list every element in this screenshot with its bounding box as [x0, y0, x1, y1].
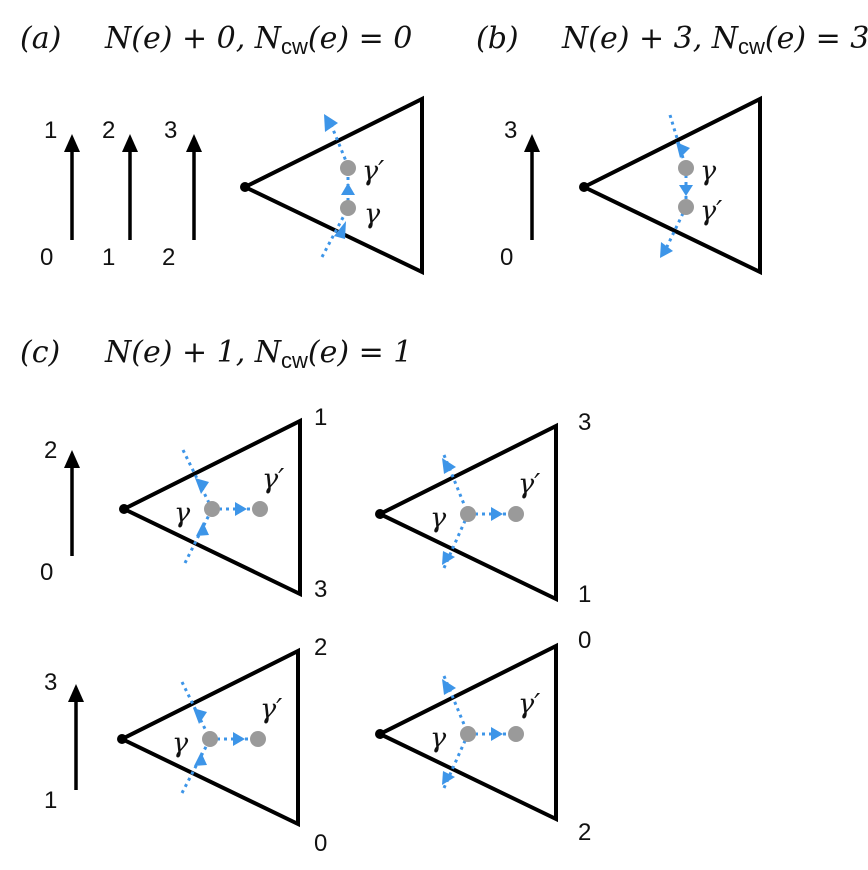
panel-a-arrows: 1 0 2 1 3 2: [40, 117, 202, 271]
svg-text:1: 1: [44, 117, 57, 144]
svg-text:0: 0: [500, 244, 513, 271]
panel-c-label: (c): [20, 335, 60, 370]
panel-b-formula: N(e) + 3, Ncw(e) = 3: [561, 21, 868, 59]
svg-text:3: 3: [44, 669, 57, 696]
svg-text:2: 2: [314, 634, 327, 661]
panel-b-arrows: 3 0: [500, 117, 540, 271]
svg-text:γ: γ: [364, 199, 381, 230]
panel-b-label: (b): [476, 21, 519, 56]
panel-c-r1-left-triangle: γ γ′ 1 3: [119, 404, 327, 603]
svg-text:2: 2: [44, 437, 57, 464]
svg-text:1: 1: [102, 244, 115, 271]
svg-text:γ′: γ′: [700, 196, 722, 227]
panel-c-r1-right-triangle: γ γ′ 3 1: [375, 409, 591, 608]
svg-text:3: 3: [578, 409, 591, 436]
svg-text:γ: γ: [430, 503, 447, 534]
svg-text:3: 3: [504, 117, 517, 144]
vertical-arrow: 3 0: [500, 117, 540, 271]
svg-text:γ′: γ′: [518, 689, 540, 720]
svg-text:2: 2: [162, 244, 175, 271]
vertical-arrow: 3 1: [44, 669, 84, 814]
svg-text:γ′: γ′: [260, 694, 282, 725]
panel-c-r2-left-triangle: γ γ′ 2 0: [117, 634, 327, 857]
panel-c-formula: N(e) + 1, Ncw(e) = 1: [104, 335, 412, 373]
panel-a-triangle: γ γ′: [240, 95, 424, 276]
panel-b-triangle: γ γ′: [579, 95, 762, 276]
panel-a-label: (a): [20, 21, 61, 56]
vertical-arrow: 2 1: [102, 117, 138, 271]
svg-text:γ: γ: [700, 156, 717, 187]
svg-text:3: 3: [314, 576, 327, 603]
panel-c-row2-arrows: 3 1: [44, 669, 84, 814]
vertical-arrow: 2 0: [40, 437, 80, 586]
svg-text:1: 1: [314, 404, 327, 431]
svg-text:0: 0: [578, 627, 591, 654]
svg-text:3: 3: [164, 117, 177, 144]
svg-text:γ′: γ′: [362, 156, 384, 187]
svg-text:0: 0: [314, 830, 327, 857]
svg-text:γ: γ: [172, 728, 189, 759]
svg-text:1: 1: [578, 581, 591, 608]
vertical-arrow: 3 2: [162, 117, 202, 271]
svg-text:0: 0: [40, 559, 53, 586]
svg-text:γ′: γ′: [518, 469, 540, 500]
svg-text:γ: γ: [430, 723, 447, 754]
svg-text:0: 0: [40, 244, 53, 271]
panel-c-r2-right-triangle: γ γ′ 0 2: [375, 627, 591, 846]
svg-text:2: 2: [102, 117, 115, 144]
vertical-arrow: 1 0: [40, 117, 80, 271]
svg-text:γ: γ: [174, 498, 191, 529]
svg-text:γ′: γ′: [262, 464, 284, 495]
svg-text:2: 2: [578, 819, 591, 846]
panel-c-row1-arrows: 2 0: [40, 437, 80, 586]
svg-text:1: 1: [44, 787, 57, 814]
panel-a-formula: N(e) + 0, Ncw(e) = 0: [104, 21, 412, 59]
